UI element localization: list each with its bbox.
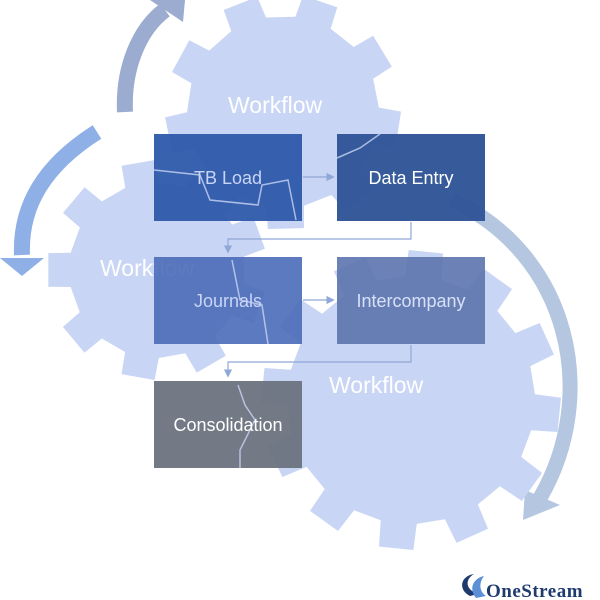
cycle-arrow-top [116,3,171,113]
brand-name: OneStream [486,581,583,600]
cycle-arrow-left [13,125,102,256]
step-label-data-entry: Data Entry [368,168,453,188]
gear-outlines [153,133,381,468]
gear-outline-journals [231,259,269,345]
connectors [223,172,412,378]
gear-top-label: Workflow [228,92,323,118]
step-label-journals: Journals [194,291,262,311]
step-label-intercompany: Intercompany [356,291,465,311]
step-label-tb-load: TB Load [194,168,262,188]
connector-intercompany-to-consolidation [223,345,412,378]
gear-outline-tb-load [153,169,297,221]
cycle-arrows [0,0,578,520]
step-box-consolidation [154,381,302,468]
step-box-intercompany [337,257,485,344]
cycle-arrow-left-head [0,258,44,276]
step-box-data-entry [337,134,485,221]
step-box-journals [154,257,302,344]
step-boxes [154,134,485,468]
onestream-swoosh-icon [462,574,478,596]
connector-data-entry-to-journals [223,222,412,254]
gear-outline-data-entry [336,133,381,159]
cycle-arrow-top-head [150,0,185,22]
onestream-logo: OneStream [462,574,583,600]
cycle-arrow-right-head [523,490,560,520]
onestream-swoosh-icon-inner [472,576,486,598]
step-label-consolidation: Consolidation [173,415,282,435]
cycle-arrow-right [448,193,578,502]
gear-outline-consolidation [237,384,256,468]
gear-bottom-label: Workflow [329,372,424,398]
step-box-tb-load [154,134,302,221]
gear-bottom-shape [261,250,561,550]
gear-bottom [261,250,561,550]
